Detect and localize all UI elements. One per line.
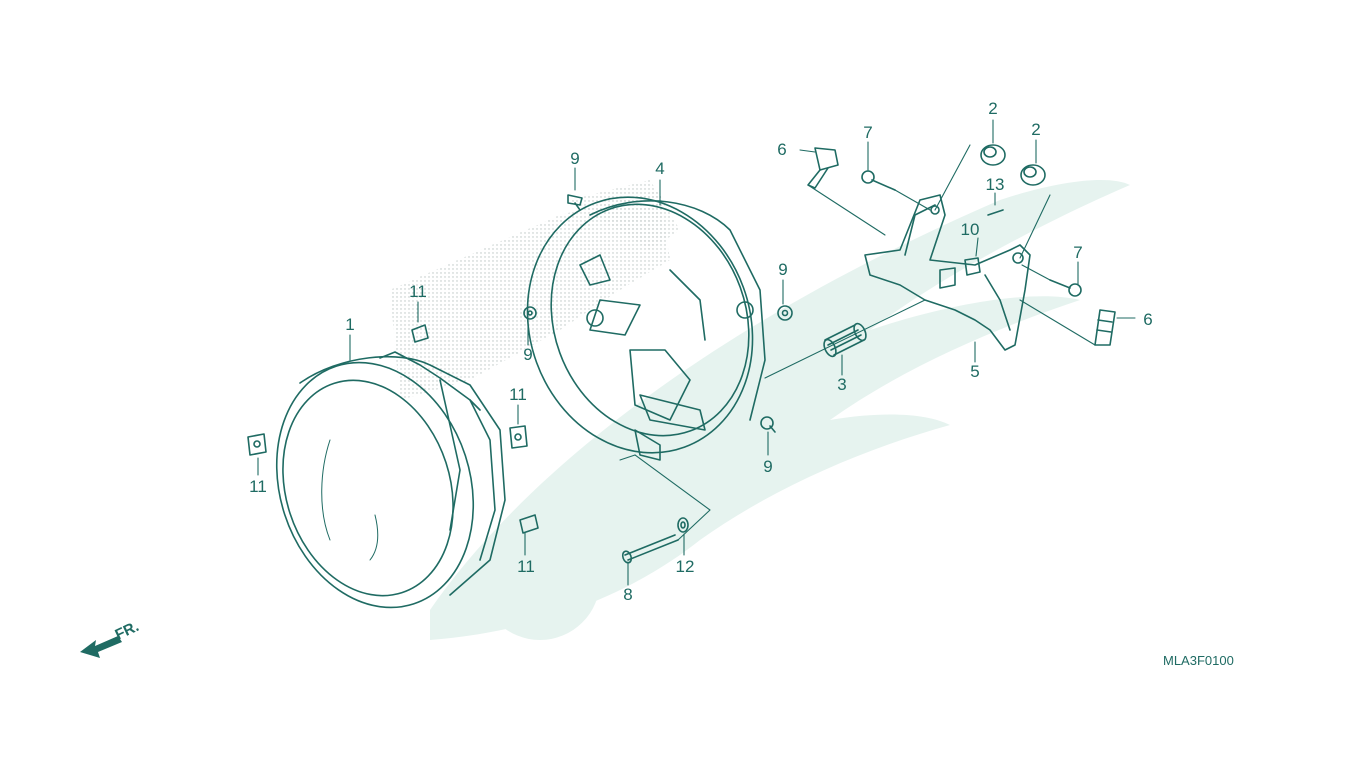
front-indicator-label: FR.	[113, 618, 142, 644]
screw-9d	[760, 416, 776, 433]
callout-10: 10	[961, 220, 980, 239]
callout-2b: 2	[1031, 120, 1040, 139]
callout-12: 12	[676, 557, 695, 576]
bolt-7a	[861, 170, 896, 191]
grommet-2a	[980, 144, 1006, 166]
callout-6a: 6	[777, 140, 786, 159]
bolt-8	[621, 534, 679, 564]
collar-10	[964, 257, 981, 276]
callout-7b: 7	[1073, 243, 1082, 262]
washer-12	[677, 517, 689, 533]
front-arrow-icon: FR.	[80, 618, 142, 658]
callout-11d: 11	[517, 557, 535, 576]
callout-7a: 7	[863, 123, 872, 142]
nut-9b	[523, 306, 537, 320]
callout-11a: 11	[409, 282, 427, 301]
grommet-2b	[1020, 164, 1046, 186]
clip-11d	[519, 514, 539, 534]
bolt-6a	[807, 147, 839, 189]
callout-11b: 11	[509, 385, 527, 404]
pin-13	[987, 209, 1004, 216]
callout-9c: 9	[778, 260, 787, 279]
bolt-7b	[1049, 279, 1082, 297]
leader-lines	[257, 119, 1136, 586]
callout-13: 13	[986, 175, 1005, 194]
headlight-case	[526, 196, 766, 461]
callout-11c: 11	[249, 477, 267, 496]
callout-5: 5	[970, 362, 979, 381]
clip-11a	[411, 324, 429, 343]
headlight-unit	[275, 351, 506, 609]
callout-2a: 2	[988, 99, 997, 118]
clip-11b	[509, 425, 528, 449]
callout-4: 4	[655, 159, 664, 178]
nut-9c	[777, 305, 793, 321]
clip-11c	[247, 433, 267, 456]
callout-1: 1	[345, 315, 354, 334]
screw-9a	[567, 194, 583, 211]
stipple-shading	[390, 180, 680, 400]
callout-3: 3	[837, 375, 846, 394]
callout-9a: 9	[570, 149, 579, 168]
bolt-6b	[1094, 309, 1116, 346]
callout-9b: 9	[523, 345, 532, 364]
watermark-wing-logo	[430, 180, 1130, 640]
callout-8: 8	[623, 585, 632, 604]
callout-6b: 6	[1143, 310, 1152, 329]
callout-9d: 9	[763, 457, 772, 476]
drawing-code: MLA3F0100	[1163, 653, 1234, 668]
